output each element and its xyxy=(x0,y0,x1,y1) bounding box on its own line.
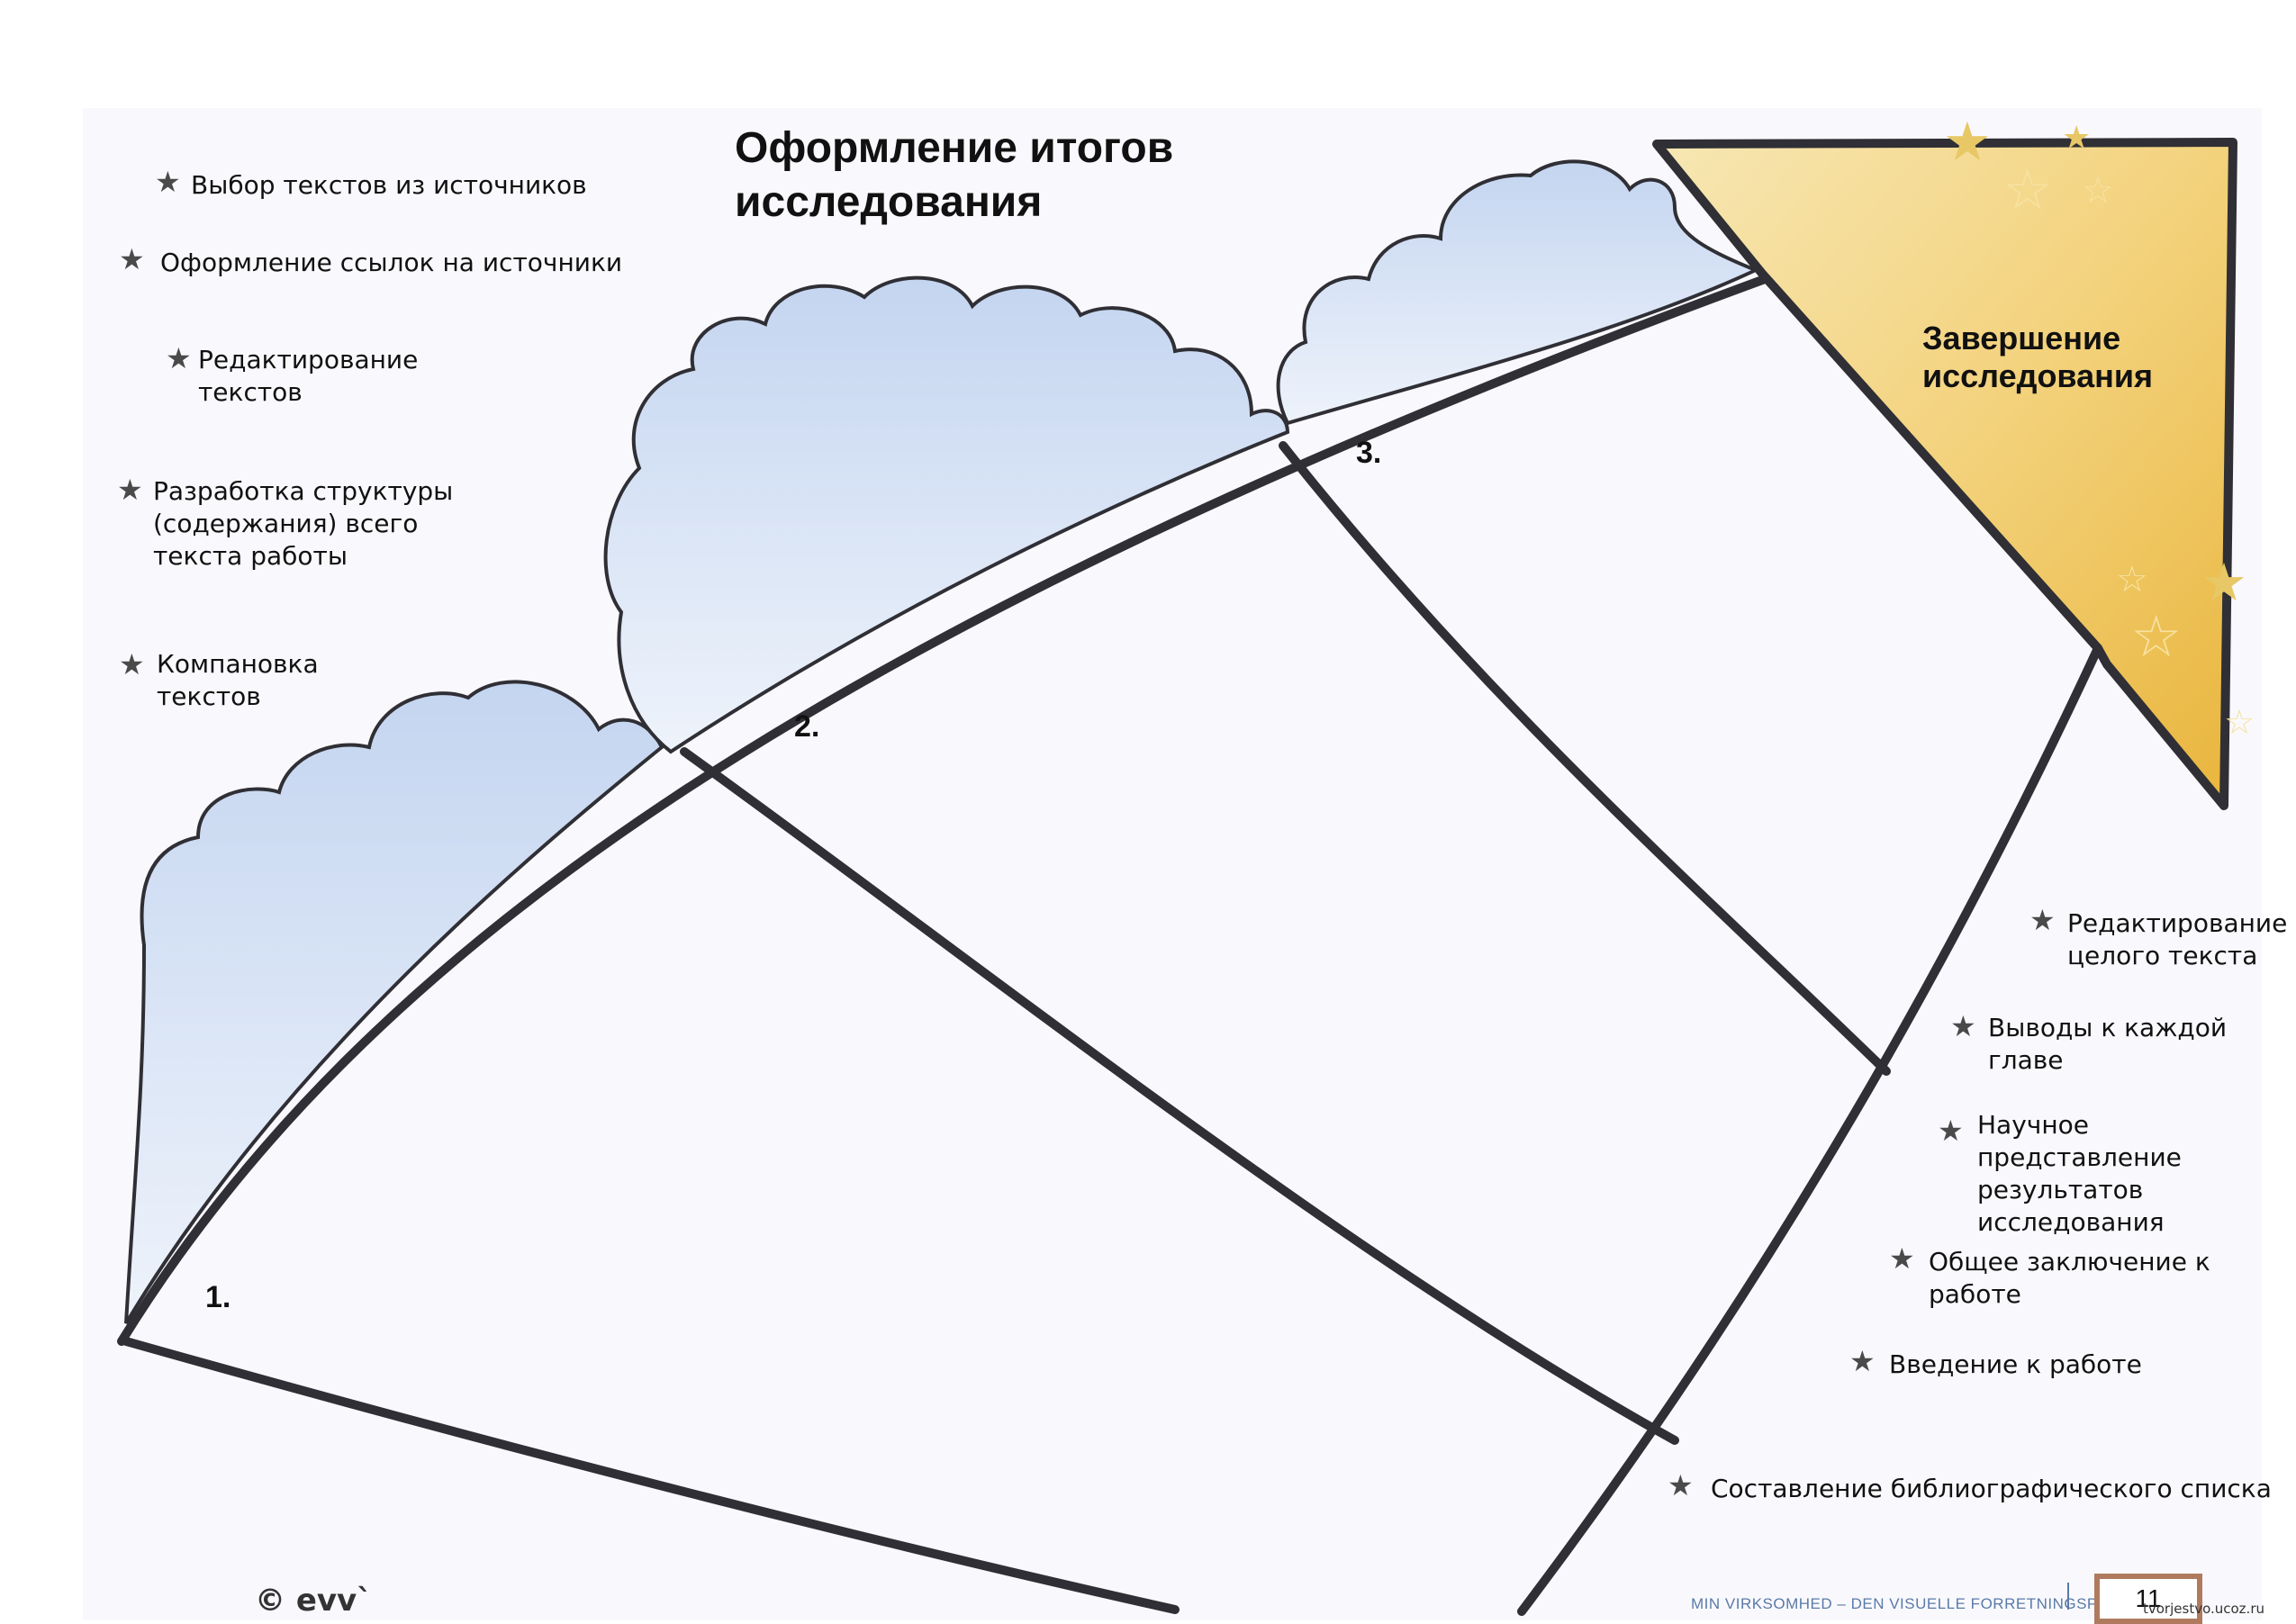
footer-divider xyxy=(2067,1583,2069,1610)
page-title: Оформление итогов исследования xyxy=(735,124,1174,226)
star-icon: ★ xyxy=(119,242,145,276)
cloud-1 xyxy=(124,680,664,1325)
gold-star-icon: ☆ xyxy=(2224,702,2255,742)
stage-number-3: 3. xyxy=(1356,436,1382,470)
star-icon: ★ xyxy=(166,341,192,375)
stage-number-2: 2. xyxy=(794,709,820,744)
finish-label: Завершение исследования xyxy=(1922,320,2153,394)
goal-triangle xyxy=(1652,138,2237,810)
gold-star-icon: ★ xyxy=(2062,120,2092,157)
line-bottom xyxy=(122,1337,1180,1614)
star-icon: ★ xyxy=(1849,1344,1876,1378)
right-task-4: Общее заключение к работе xyxy=(1929,1247,2210,1309)
right-task-1: Редактирование целого текста xyxy=(2067,908,2288,970)
gold-star-icon: ☆ xyxy=(2130,604,2183,671)
left-task-4: Разработка структуры (содержания) всего … xyxy=(153,476,454,571)
star-icon: ★ xyxy=(2029,903,2056,937)
cloud-2 xyxy=(603,275,1290,754)
cloud-3 xyxy=(1276,159,1761,426)
star-icon: ★ xyxy=(1938,1114,1964,1148)
curve-main xyxy=(117,275,1769,1346)
right-task-3: Научное представление результатов исслед… xyxy=(1977,1110,2182,1237)
star-icon: ★ xyxy=(117,473,143,507)
right-task-2: Выводы к каждой главе xyxy=(1988,1013,2228,1075)
right-task-6: Составление библиографического списка xyxy=(1711,1474,2272,1503)
left-task-5: Компановка текстов xyxy=(157,649,319,711)
left-task-2: Оформление ссылок на источники xyxy=(160,248,623,277)
page-number: 11 xyxy=(2094,1574,2202,1624)
line-right-stem xyxy=(1517,644,2102,1616)
book-title: MIN VIRKSOMHED – DEN VISUELLE FORRETNING… xyxy=(1691,1595,2129,1612)
star-icon: ★ xyxy=(1668,1468,1694,1502)
line-divider-1 xyxy=(680,747,1679,1445)
structure-lines xyxy=(117,275,2102,1616)
left-task-1: Выбор текстов из источников xyxy=(191,170,587,200)
star-icon: ★ xyxy=(155,165,181,199)
line-divider-2 xyxy=(1279,441,1891,1076)
left-task-3: Редактирование текстов xyxy=(198,345,419,407)
gold-star-icon: ★ xyxy=(2201,552,2247,613)
gold-star-icon: ★ xyxy=(1943,111,1992,174)
gold-star-icon: ☆ xyxy=(2116,559,2148,600)
copyright-logo: © evv` xyxy=(255,1583,373,1619)
star-icon: ★ xyxy=(119,647,145,681)
watermark: tvorjestvo.ucoz.ru xyxy=(2143,1601,2264,1617)
star-icon: ★ xyxy=(1950,1009,1976,1043)
gold-star-icon: ☆ xyxy=(2002,157,2053,222)
gold-star-icon: ☆ xyxy=(2082,170,2114,212)
stage-number-1: 1. xyxy=(205,1280,231,1314)
star-icon: ★ xyxy=(1889,1241,1915,1276)
right-task-5: Введение к работе xyxy=(1889,1349,2142,1379)
